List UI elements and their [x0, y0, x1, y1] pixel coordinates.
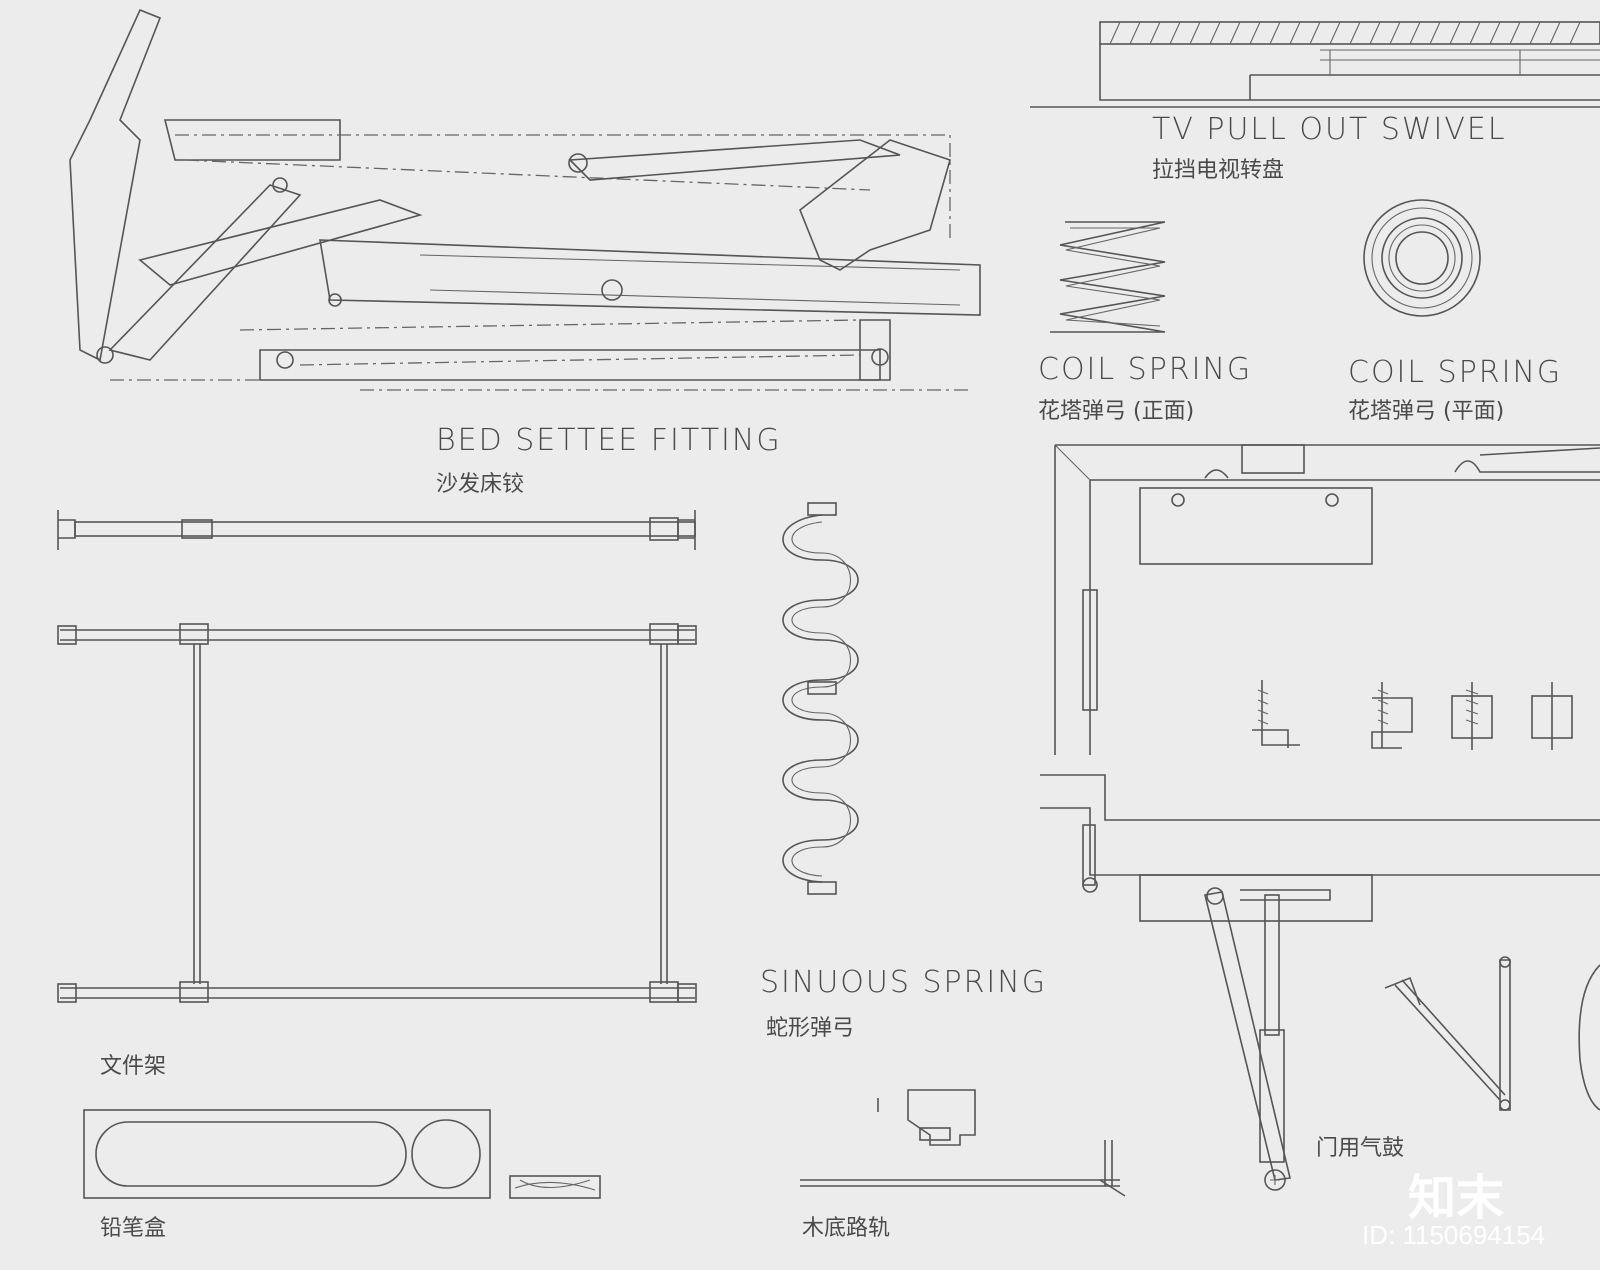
hinge-variants [1252, 680, 1573, 750]
bed-settee-subtitle: 沙发床铰 [436, 472, 525, 497]
watermark-id: ID: 1150694154 [1362, 1220, 1546, 1250]
file-rack-label: 文件架 [100, 1054, 167, 1079]
sinuous-spring-drawing [782, 502, 859, 895]
coil-spring-front-subtitle: 花塔弹弓 (正面) [1038, 399, 1195, 424]
bed-settee-fitting-drawing [69, 8, 981, 391]
wood-rail-label: 木底路轨 [802, 1216, 891, 1241]
watermark-logo: 知末 [1408, 1170, 1505, 1226]
coil-spring-plan-drawing [1363, 199, 1481, 317]
wood-rail-drawing [800, 1089, 1126, 1197]
door-hinge-drawing [1054, 444, 1600, 755]
stay-hinge-drawing [1384, 956, 1600, 1111]
coil-spring-front-drawing [1050, 221, 1166, 333]
tv-swivel-title: TV PULL OUT SWIVEL [1152, 112, 1507, 147]
coil-spring-plan-subtitle: 花塔弹弓 (平面) [1348, 399, 1505, 424]
gas-strut-label: 门用气鼓 [1316, 1136, 1405, 1161]
bed-settee-title: BED SETTEE FITTING [436, 423, 782, 458]
sinuous-spring-title: SINUOUS SPRING [760, 965, 1047, 1000]
file-rack-drawing [57, 510, 697, 1003]
pencil-box-drawing [83, 1109, 601, 1199]
gas-strut-drawing [1040, 774, 1600, 1191]
sinuous-spring-subtitle: 蛇形弹弓 [766, 1016, 855, 1041]
tv-swivel-subtitle: 拉挡电视转盘 [1152, 158, 1285, 183]
coil-spring-front-title: COIL SPRING [1038, 352, 1253, 387]
coil-spring-plan-title: COIL SPRING [1348, 355, 1563, 390]
tv-swivel-drawing [1030, 21, 1600, 108]
pencil-box-label: 铅笔盒 [100, 1216, 167, 1241]
